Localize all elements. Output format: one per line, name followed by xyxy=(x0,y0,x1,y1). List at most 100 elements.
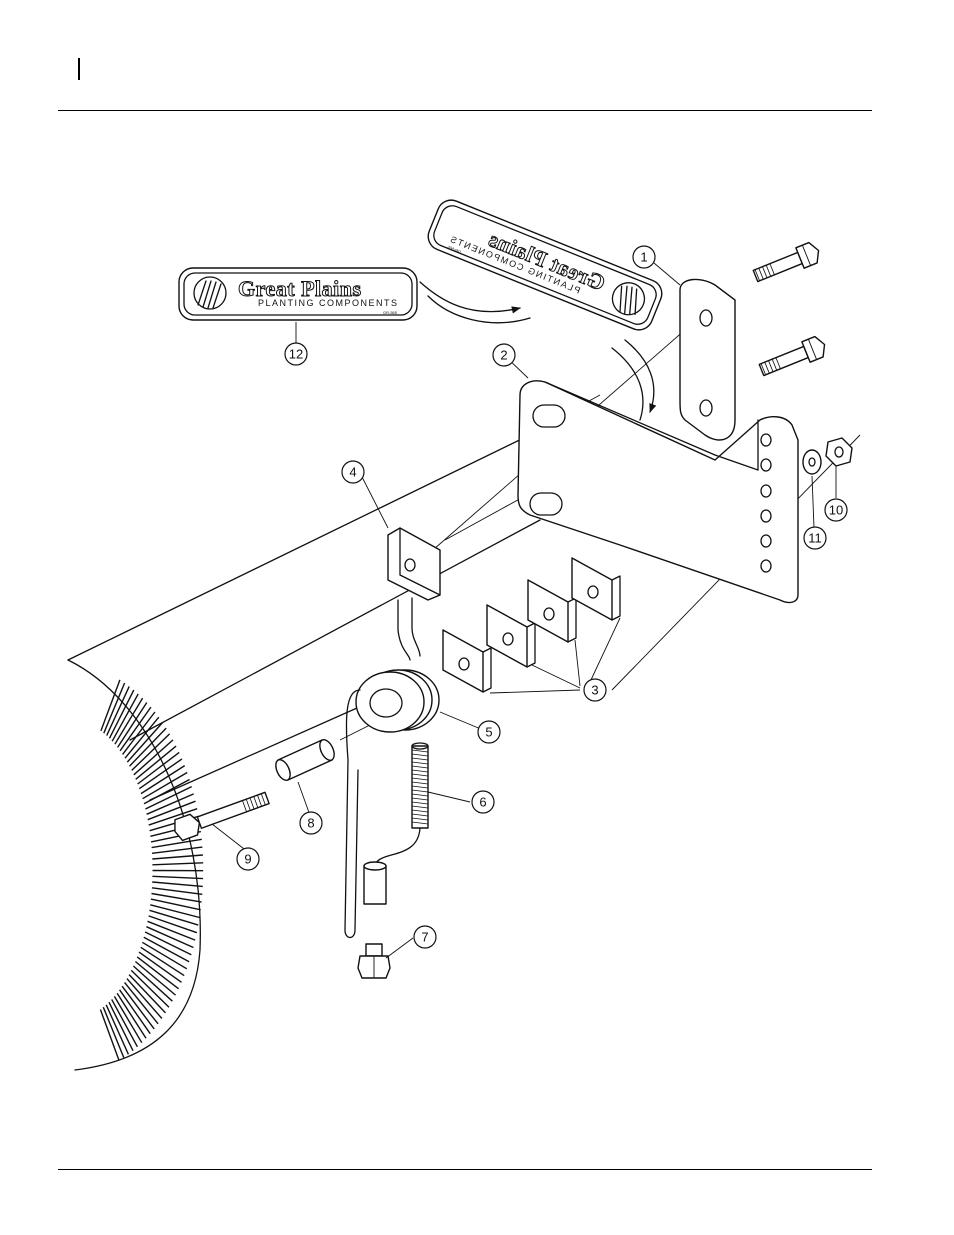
decal-code-text: GR-565 xyxy=(383,310,398,315)
part-2-mounting-bracket xyxy=(517,380,799,604)
callout-11-label: 11 xyxy=(808,531,822,546)
drum-tread xyxy=(131,733,171,771)
stud-thread xyxy=(411,785,429,789)
drum-tread xyxy=(135,745,177,780)
drum-tread xyxy=(144,931,192,956)
stud-thread xyxy=(411,765,429,769)
callout-6: 6 xyxy=(471,790,495,814)
drum-tread xyxy=(150,898,201,911)
drum-tread xyxy=(108,1001,134,1052)
callout-11: 11 xyxy=(803,526,827,550)
callout-10: 10 xyxy=(824,498,848,522)
callout-7: 7 xyxy=(413,925,437,949)
stud-thread xyxy=(411,801,429,805)
decal-mirrored: Great Plains PLANTING COMPONENTS GR-565 xyxy=(427,199,663,331)
drum-tread xyxy=(146,926,194,949)
callouts: 1 2 3 4 5 6 7 8 9 10 11 12 xyxy=(211,245,848,959)
drum-tread xyxy=(119,706,152,752)
decal-brand-text: Great Plains xyxy=(238,276,362,301)
stud-thread xyxy=(411,753,429,757)
callout-8: 8 xyxy=(299,811,323,835)
callout-4-label: 4 xyxy=(349,465,356,480)
part-6-threaded-stud xyxy=(374,742,429,866)
part-4-small-bracket xyxy=(387,527,441,601)
drum-tread xyxy=(137,751,180,785)
part-1-upright-plate xyxy=(679,278,736,441)
drum-tread xyxy=(134,960,177,996)
drum-tread xyxy=(152,854,203,860)
drum-tread xyxy=(140,765,186,795)
decal-arrows xyxy=(419,281,657,421)
drum-tread xyxy=(108,689,135,739)
footer-rule xyxy=(58,1169,872,1170)
part-3-spacer-plates xyxy=(442,557,621,693)
drum-tread xyxy=(102,1006,125,1058)
drum-tread xyxy=(152,881,203,888)
drum-tread xyxy=(132,965,173,1002)
drum-tread xyxy=(114,697,144,745)
callout-5-label: 5 xyxy=(485,725,492,740)
callout-3-label: 3 xyxy=(591,683,598,698)
drum-tread xyxy=(151,887,203,895)
drum-tread xyxy=(116,992,147,1039)
callout-8-label: 8 xyxy=(307,816,314,831)
drum-tread xyxy=(126,722,164,763)
drum-tread xyxy=(105,1004,130,1055)
drum-tread xyxy=(128,727,167,767)
fitting-sleeve xyxy=(363,861,387,905)
part-8-bushing xyxy=(275,739,335,781)
callout-12-label: 12 xyxy=(289,347,303,362)
stud-thread xyxy=(411,813,429,817)
drum-tread xyxy=(151,846,203,854)
drum-tread xyxy=(136,956,180,990)
drum-tread xyxy=(148,915,198,934)
callout-3: 3 xyxy=(583,678,607,702)
stud-thread xyxy=(411,797,429,801)
stud-thread xyxy=(411,757,429,761)
drum-tread xyxy=(111,999,139,1048)
drum-tread xyxy=(119,989,151,1035)
stud-thread xyxy=(411,761,429,765)
header-tick xyxy=(78,58,80,80)
drum-tread xyxy=(142,771,188,800)
callout-6-label: 6 xyxy=(479,795,486,810)
stud-thread xyxy=(411,789,429,793)
callout-2-label: 2 xyxy=(500,348,507,363)
callout-12: 12 xyxy=(284,342,308,366)
stud-thread xyxy=(411,821,429,825)
callout-5: 5 xyxy=(477,720,501,744)
drum-treads xyxy=(99,679,204,1061)
drum-tread xyxy=(138,951,182,983)
washer-and-nut xyxy=(802,437,853,475)
drum-tread xyxy=(117,702,148,748)
stud-thread xyxy=(411,805,429,809)
drum-tread xyxy=(124,716,160,759)
drum-tread xyxy=(145,785,193,810)
drum-tread xyxy=(143,778,190,805)
drum-tread xyxy=(152,875,204,880)
callout-4: 4 xyxy=(341,460,365,484)
drum-tread xyxy=(99,1009,120,1061)
drum-tread xyxy=(122,711,156,755)
callout-1: 1 xyxy=(632,245,656,269)
drum-tread xyxy=(126,978,163,1019)
drum-tread xyxy=(151,838,202,849)
drum-tread xyxy=(151,892,202,903)
drum-tread xyxy=(141,941,188,970)
drum-tread xyxy=(148,808,198,826)
stud-thread xyxy=(411,777,429,781)
drum-tread xyxy=(143,936,190,963)
callout-2: 2 xyxy=(492,343,516,367)
drum-tread xyxy=(150,904,200,919)
stud-thread xyxy=(411,817,429,821)
drum-tread xyxy=(146,793,194,815)
drum-tread xyxy=(147,800,196,821)
top-bolts xyxy=(752,241,826,377)
part-9-long-bolt xyxy=(174,791,270,842)
drum-tread xyxy=(106,686,130,736)
part-5-spring xyxy=(344,597,440,939)
bracket-hole-column xyxy=(760,433,772,573)
stud-thread xyxy=(411,773,429,777)
drum-tread xyxy=(130,969,170,1008)
